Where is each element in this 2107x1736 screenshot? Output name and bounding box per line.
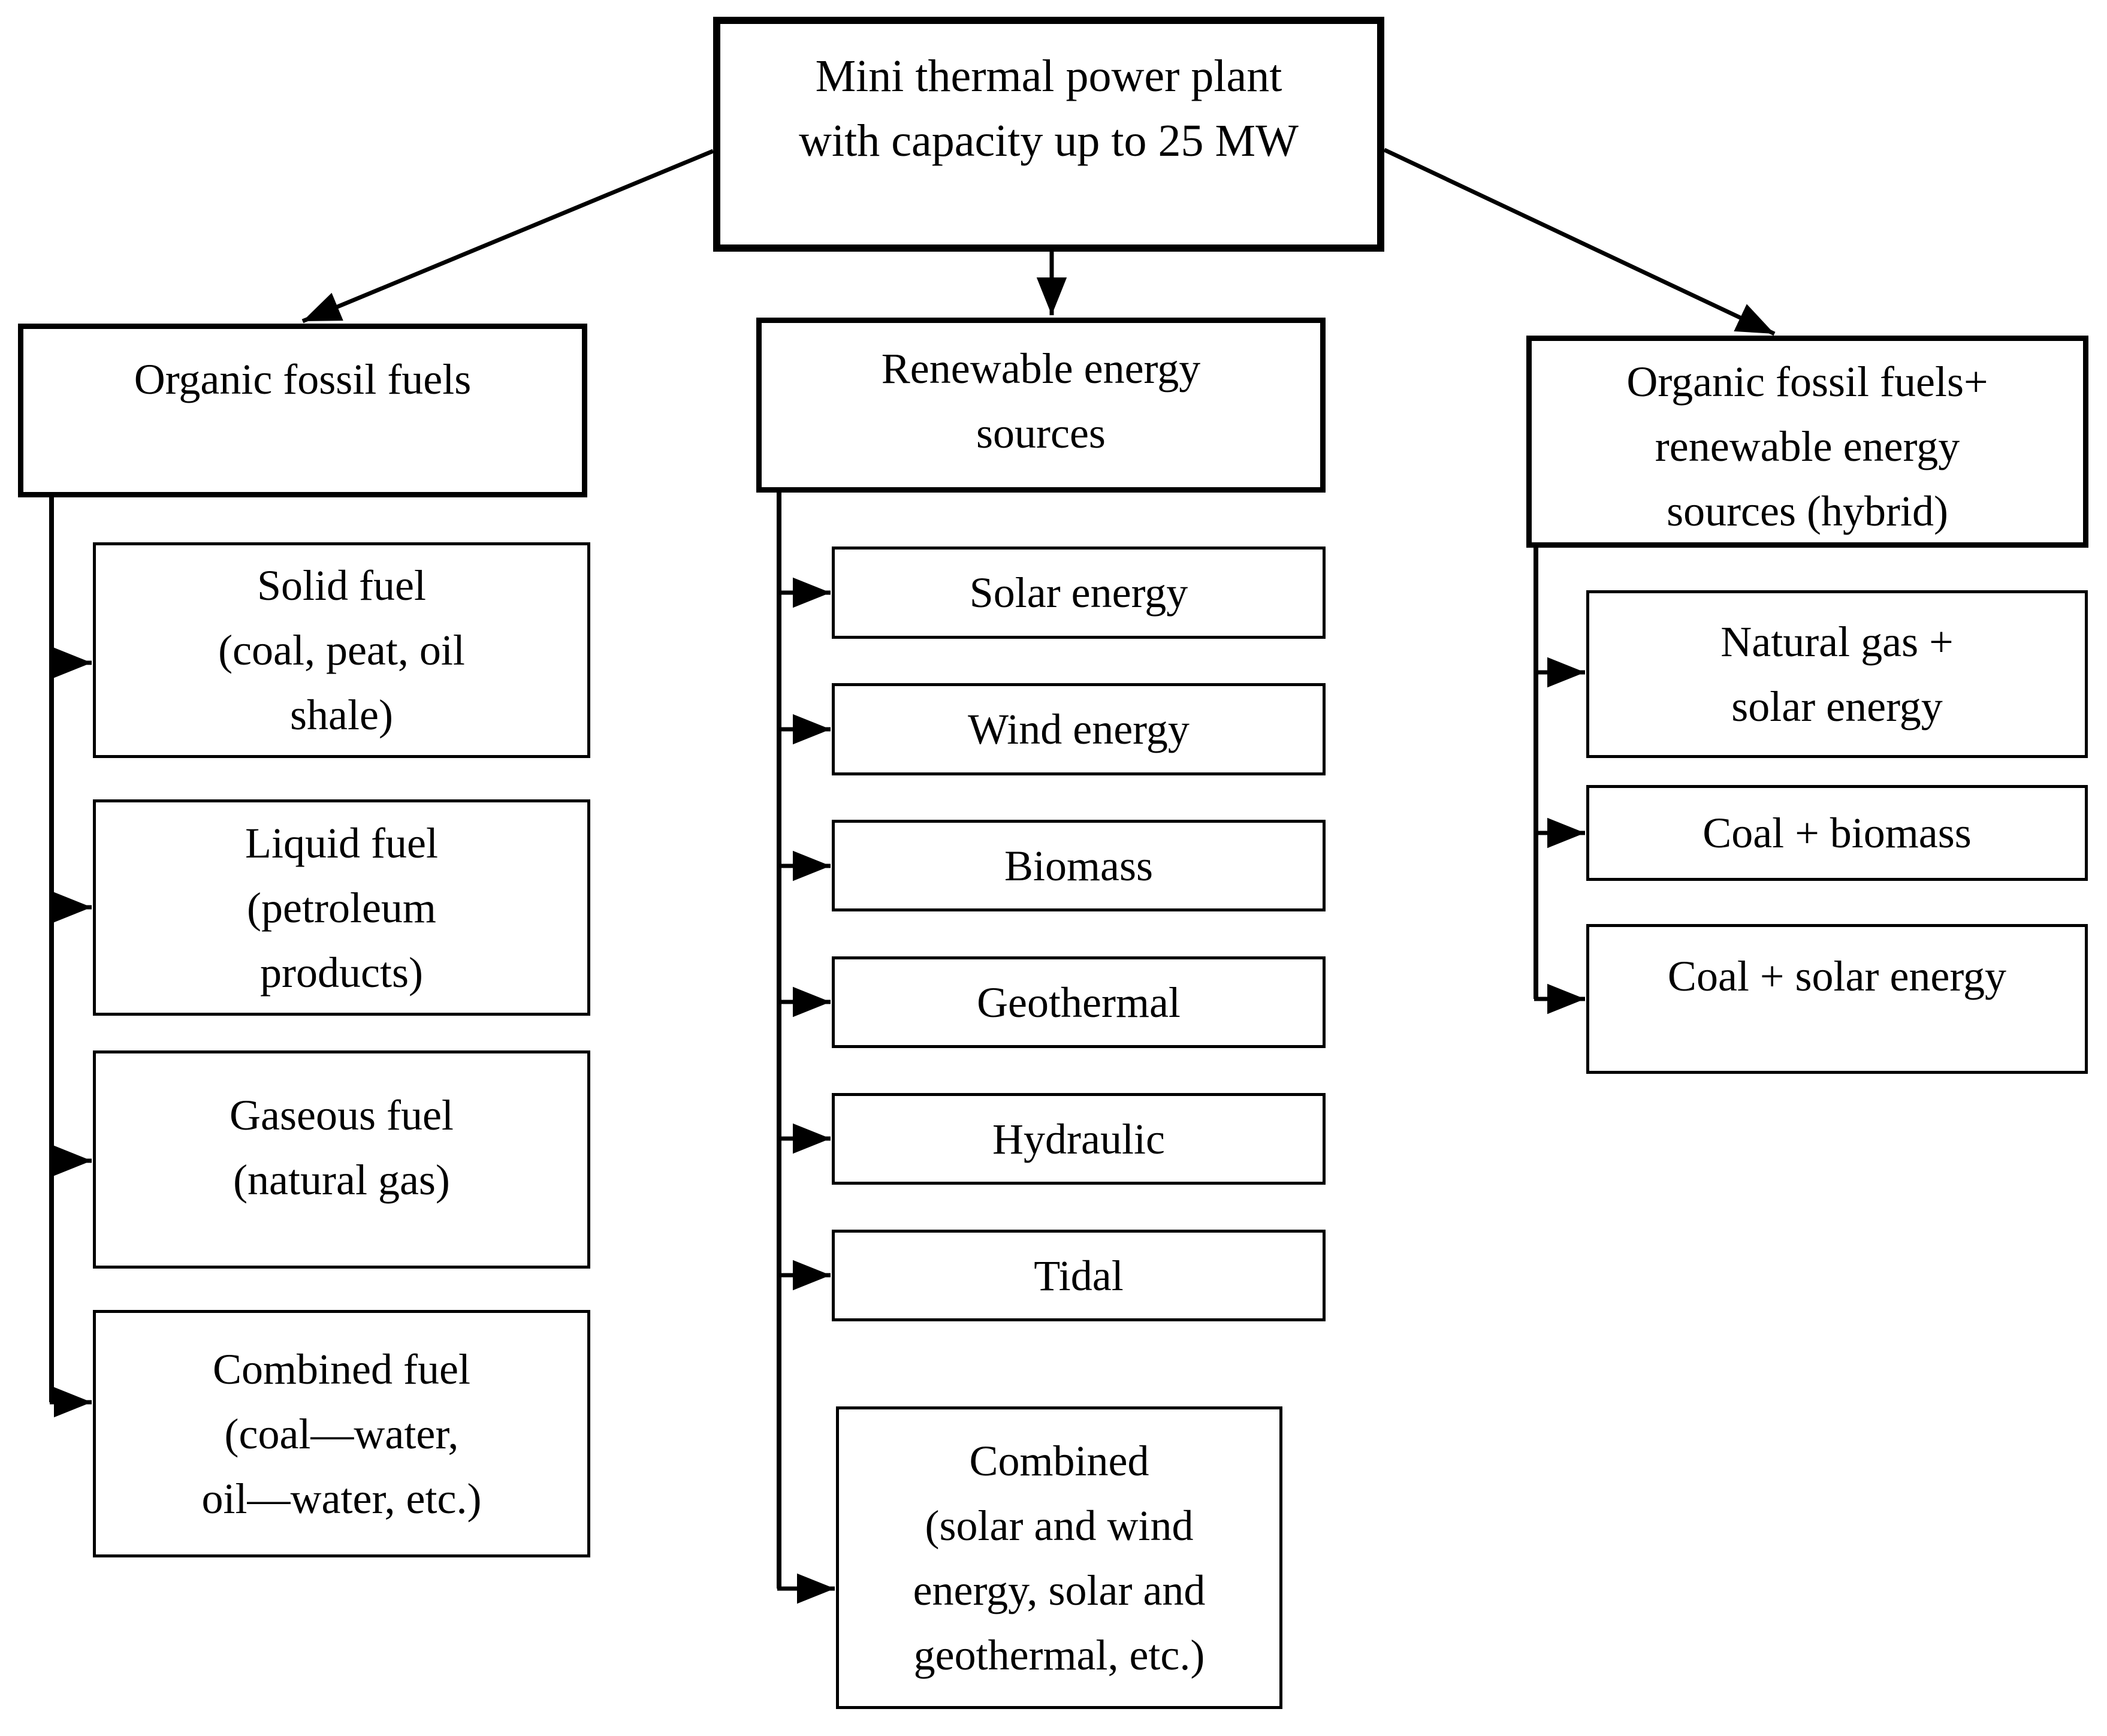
root-node-mini-thermal-power-plant: Mini thermal power plant with capacity u… — [713, 17, 1384, 252]
node-natural-gas-plus-solar: Natural gas + solar energy — [1586, 590, 2088, 758]
node-combined-fuel: Combined fuel (coal—water, oil—water, et… — [93, 1310, 590, 1557]
node-combined-fuel-label: Combined fuel (coal—water, oil—water, et… — [201, 1345, 482, 1523]
arrow-root-to-fossil — [301, 149, 714, 324]
header-node-organic-fossil-fuels: Organic fossil fuels — [18, 324, 587, 497]
node-liquid-fuel-label: Liquid fuel (petroleum products) — [245, 819, 438, 997]
node-combined-renewables-label: Combined (solar and wind energy, solar a… — [913, 1436, 1206, 1679]
header-renewable-energy-sources-label: Renewable energy sources — [881, 345, 1201, 457]
header-organic-fossil-fuels-label: Organic fossil fuels — [134, 355, 472, 403]
node-hydraulic-label: Hydraulic — [992, 1115, 1165, 1163]
node-solar-energy-label: Solar energy — [969, 569, 1188, 617]
arrow-root-to-hybrid — [1383, 147, 1776, 336]
node-biomass-label: Biomass — [1004, 841, 1154, 890]
node-liquid-fuel: Liquid fuel (petroleum products) — [93, 799, 590, 1016]
node-geothermal-label: Geothermal — [977, 978, 1181, 1026]
node-biomass: Biomass — [832, 820, 1326, 911]
node-solar-energy: Solar energy — [832, 547, 1326, 639]
node-solid-fuel: Solid fuel (coal, peat, oil shale) — [93, 542, 590, 758]
node-geothermal: Geothermal — [832, 956, 1326, 1048]
node-tidal: Tidal — [832, 1230, 1326, 1321]
node-wind-energy: Wind energy — [832, 683, 1326, 775]
header-node-renewable-energy-sources: Renewable energy sources — [756, 318, 1326, 493]
header-hybrid-sources-label: Organic fossil fuels+ renewable energy s… — [1626, 358, 1988, 535]
node-wind-energy-label: Wind energy — [968, 705, 1190, 753]
node-gaseous-fuel: Gaseous fuel (natural gas) — [93, 1050, 590, 1269]
node-coal-plus-solar: Coal + solar energy — [1586, 924, 2088, 1074]
node-natural-gas-plus-solar-label: Natural gas + solar energy — [1720, 618, 1954, 730]
node-coal-plus-solar-label: Coal + solar energy — [1667, 952, 2007, 1000]
node-solid-fuel-label: Solid fuel (coal, peat, oil shale) — [218, 561, 465, 739]
root-node-label: Mini thermal power plant with capacity u… — [799, 51, 1299, 166]
node-gaseous-fuel-label: Gaseous fuel (natural gas) — [230, 1091, 454, 1204]
node-coal-plus-biomass: Coal + biomass — [1586, 785, 2088, 881]
node-hydraulic: Hydraulic — [832, 1093, 1326, 1185]
node-tidal-label: Tidal — [1034, 1251, 1124, 1300]
header-node-hybrid-sources: Organic fossil fuels+ renewable energy s… — [1526, 336, 2088, 548]
node-combined-renewables: Combined (solar and wind energy, solar a… — [836, 1406, 1282, 1709]
node-coal-plus-biomass-label: Coal + biomass — [1702, 809, 1972, 857]
